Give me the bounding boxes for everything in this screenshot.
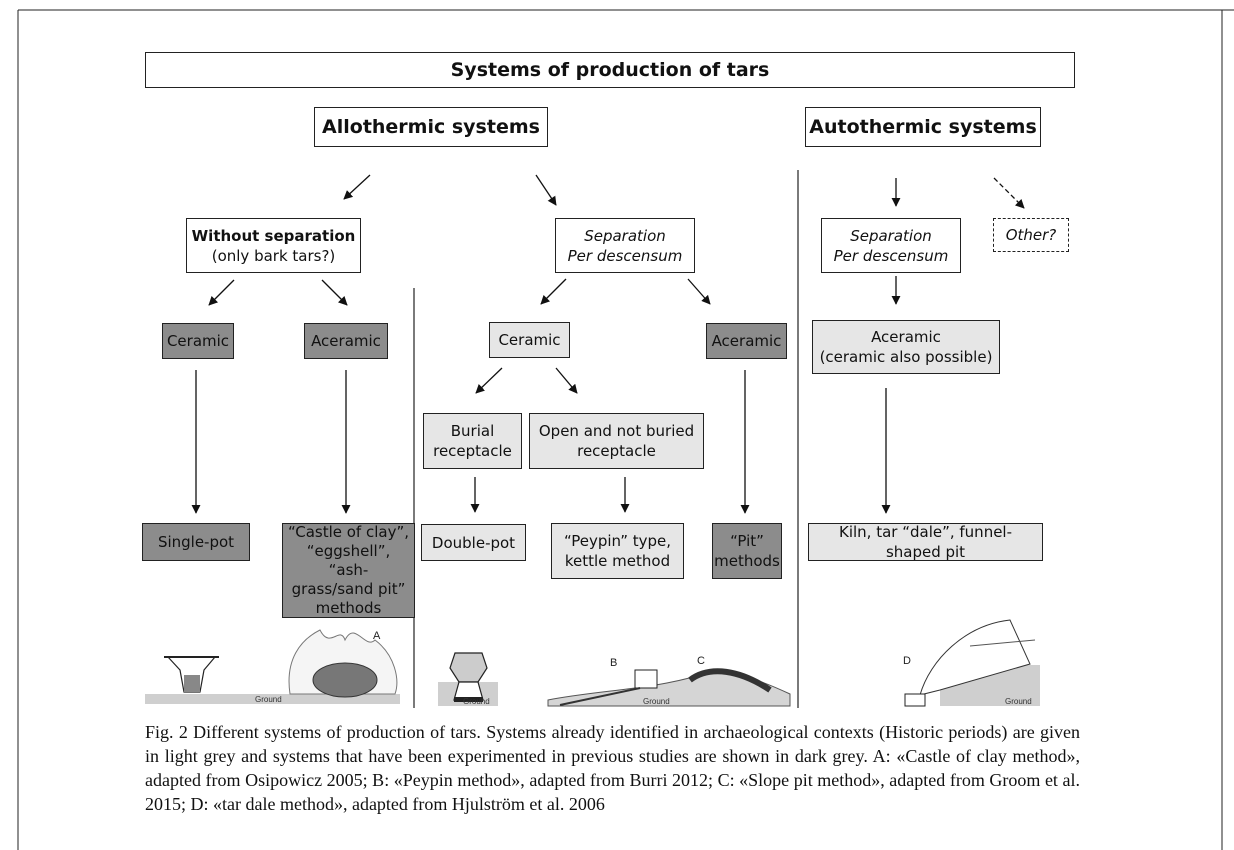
open-line2: receptacle (577, 442, 656, 460)
single-pot-box: Single-pot (142, 523, 250, 561)
letter-a: A (373, 630, 381, 642)
ground-label-bc: Ground (643, 697, 670, 706)
separation-box-auto: Separation Per descensum (821, 218, 961, 273)
open-line1: Open and not buried (538, 422, 695, 440)
castle-line3: grass/sand pit” (291, 580, 406, 598)
tar-dale-illustration (904, 619, 1040, 707)
separation-allo-line1: Separation (584, 226, 666, 245)
peypin-line1: “Peypin” type, (563, 532, 672, 550)
aceramic-left-box: Aceramic (304, 323, 388, 359)
peypin-box: “Peypin” type, kettle method (551, 523, 684, 579)
arrow-to-ceramic-dark (208, 279, 235, 306)
castle-of-clay-illustration (288, 629, 398, 698)
aceramic-auto-line1: Aceramic (871, 328, 941, 346)
peypin-slope-pit-illustration (547, 668, 791, 707)
castle-of-clay-box: “Castle of clay”, “eggshell”, “ash- gras… (282, 523, 415, 618)
without-separation-title: Without separation (191, 226, 356, 245)
letter-d: D (903, 655, 911, 667)
burial-line1: Burial (450, 422, 495, 440)
open-receptacle-box: Open and not buried receptacle (529, 413, 704, 469)
arrow-to-aceramic-mid (687, 278, 711, 305)
arrow-to-separation (535, 174, 557, 206)
separation-auto-line2: Per descensum (833, 246, 949, 265)
aceramic-auto-box: Aceramic (ceramic also possible) (812, 320, 1000, 374)
aceramic-mid-box: Aceramic (706, 323, 787, 359)
arrow-to-burial (475, 367, 503, 394)
kiln-box: Kiln, tar “dale”, funnel-shaped pit (808, 523, 1043, 561)
arrow-to-other (993, 177, 1025, 209)
burial-line2: receptacle (433, 442, 512, 460)
burial-receptacle-box: Burial receptacle (423, 413, 522, 469)
without-separation-note: (only bark tars?) (211, 246, 336, 265)
ceramic-dark-box: Ceramic (162, 323, 234, 359)
ground-label-double: Ground (463, 697, 490, 706)
arrow-to-aceramic-left (321, 279, 348, 306)
single-pot-illustration (145, 656, 400, 704)
separation-allo-line2: Per descensum (567, 246, 683, 265)
ceramic-light-box: Ceramic (489, 322, 570, 358)
letter-c: C (697, 655, 705, 667)
peypin-line2: kettle method (564, 552, 671, 570)
pit-line2: methods (714, 552, 780, 570)
letter-b: B (610, 657, 617, 669)
castle-line2: “eggshell”, “ash- (306, 542, 391, 579)
arrow-to-without-sep (343, 174, 371, 200)
arrow-to-ceramic-light (540, 278, 567, 305)
separation-box-allo: Separation Per descensum (555, 218, 695, 273)
without-separation-box: Without separation (only bark tars?) (186, 218, 361, 273)
diagram-title: Systems of production of tars (145, 52, 1075, 88)
pit-line1: “Pit” (730, 532, 764, 550)
other-label: Other? (1005, 226, 1057, 244)
pit-methods-box: “Pit” methods (712, 523, 782, 579)
figure-caption: Fig. 2 Different systems of production o… (145, 722, 1080, 814)
double-pot-box: Double-pot (421, 524, 526, 561)
castle-line1: “Castle of clay”, (287, 523, 409, 541)
ground-label-a: Ground (255, 695, 282, 704)
ground-label-d: Ground (1005, 697, 1032, 706)
double-pot-illustration (438, 652, 498, 706)
autothermic-box: Autothermic systems (805, 107, 1041, 147)
separation-auto-line1: Separation (850, 226, 932, 245)
aceramic-auto-line2: (ceramic also possible) (819, 348, 993, 366)
other-box: Other? (993, 218, 1069, 252)
allothermic-box: Allothermic systems (314, 107, 548, 147)
castle-line4: methods (315, 599, 382, 617)
arrow-to-open (555, 367, 578, 394)
